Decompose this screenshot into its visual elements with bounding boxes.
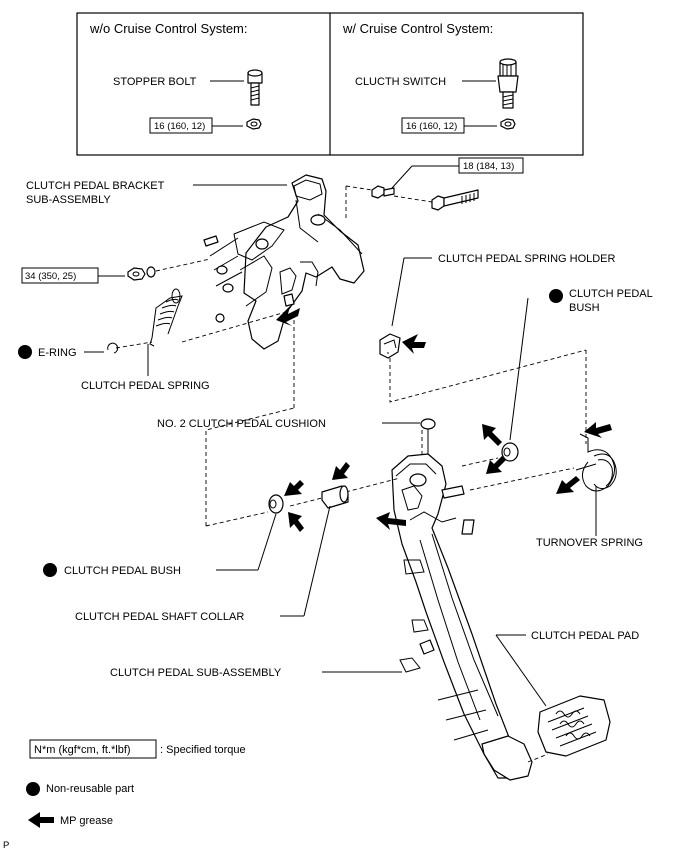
- washer: [146, 266, 156, 278]
- lower-bush-label: CLUTCH PEDAL BUSH: [64, 565, 181, 577]
- e-ring-icon: [107, 342, 119, 354]
- pedal-sub-label: CLUTCH PEDAL SUB-ASSEMBLY: [110, 667, 282, 679]
- upper-bush-label-2: BUSH: [569, 302, 600, 314]
- grease-arrow-icon: [556, 476, 580, 494]
- grease-arrow-icon: [486, 456, 506, 474]
- nonreusable-dot-icon: [43, 563, 57, 577]
- nut-torque: 34 (350, 25): [25, 271, 76, 282]
- grease-arrow-icon: [28, 812, 54, 828]
- e-ring-label: E-RING: [38, 347, 77, 359]
- grease-arrow-icon: [276, 306, 300, 326]
- bracket-long-bolt: [431, 189, 479, 211]
- clutch-pedal-spring: [149, 288, 183, 347]
- clutch-pedal-pad: [537, 695, 611, 757]
- stopper-bolt-icon: [247, 69, 263, 106]
- clutch-pedal-bush-lower: [268, 494, 284, 514]
- nonreusable-dot-icon: [549, 289, 563, 303]
- inset-right-torque: 16 (160, 12): [406, 121, 457, 132]
- bracket-label: CLUTCH PEDAL BRACKET: [26, 180, 165, 192]
- upper-bush-label: CLUTCH PEDAL: [569, 288, 653, 300]
- nonreusable-dot-icon: [18, 345, 32, 359]
- clutch-pedal-spring-holder: [379, 333, 401, 359]
- clutch-switch-label: CLUCTH SWITCH: [355, 76, 446, 88]
- hex-nut-icon: [246, 118, 262, 130]
- footer-code: P: [3, 840, 9, 851]
- legend: N*m (kgf*cm, ft.*lbf) : Specified torque…: [26, 739, 246, 828]
- bracket-label-2: SUB-ASSEMBLY: [26, 194, 111, 206]
- pedal-pad-label: CLUTCH PEDAL PAD: [531, 630, 639, 642]
- inset-left-header: w/o Cruise Control System:: [89, 21, 248, 36]
- bracket-nut: [127, 267, 146, 281]
- legend-torque-desc: : Specified torque: [160, 744, 246, 756]
- stopper-bolt-label: STOPPER BOLT: [113, 76, 197, 88]
- inset-right-header: w/ Cruise Control System:: [342, 21, 493, 36]
- legend-grease: MP grease: [60, 815, 113, 827]
- spring-holder-label: CLUTCH PEDAL SPRING HOLDER: [438, 253, 616, 265]
- clutch-pedal-bush-upper: [501, 442, 519, 462]
- grease-arrow-icon: [332, 462, 350, 480]
- grease-arrow-icon: [482, 424, 502, 446]
- bolt-torque: 18 (184, 13): [463, 161, 514, 172]
- pedal-spring-label: CLUTCH PEDAL SPRING: [81, 380, 210, 392]
- legend-torque-box: N*m (kgf*cm, ft.*lbf): [34, 744, 131, 756]
- grease-arrow-icon: [402, 334, 426, 354]
- legend-nonreusable: Non-reusable part: [46, 783, 134, 795]
- grease-arrow-icon: [288, 512, 304, 532]
- clutch-switch-icon: [497, 58, 519, 109]
- inset-box: w/o Cruise Control System: w/ Cruise Con…: [76, 12, 584, 156]
- hex-nut-icon: [500, 118, 516, 130]
- grease-arrow-icon: [584, 422, 612, 438]
- clutch-pedal-shaft-collar: [321, 485, 349, 509]
- turnover-spring-label: TURNOVER SPRING: [536, 537, 643, 549]
- grease-arrow-icon: [376, 512, 406, 530]
- clutch-pedal-bracket: [203, 174, 365, 350]
- turnover-spring: [575, 433, 617, 492]
- inset-left-torque: 16 (160, 12): [154, 121, 205, 132]
- clutch-pedal-sub-assembly: [391, 453, 533, 781]
- nonreusable-dot-icon: [26, 782, 40, 796]
- grease-arrow-icon: [284, 480, 304, 496]
- cushion-label: NO. 2 CLUTCH PEDAL CUSHION: [157, 418, 326, 430]
- shaft-collar-label: CLUTCH PEDAL SHAFT COLLAR: [75, 611, 244, 623]
- bracket-bolt-small: [371, 185, 395, 199]
